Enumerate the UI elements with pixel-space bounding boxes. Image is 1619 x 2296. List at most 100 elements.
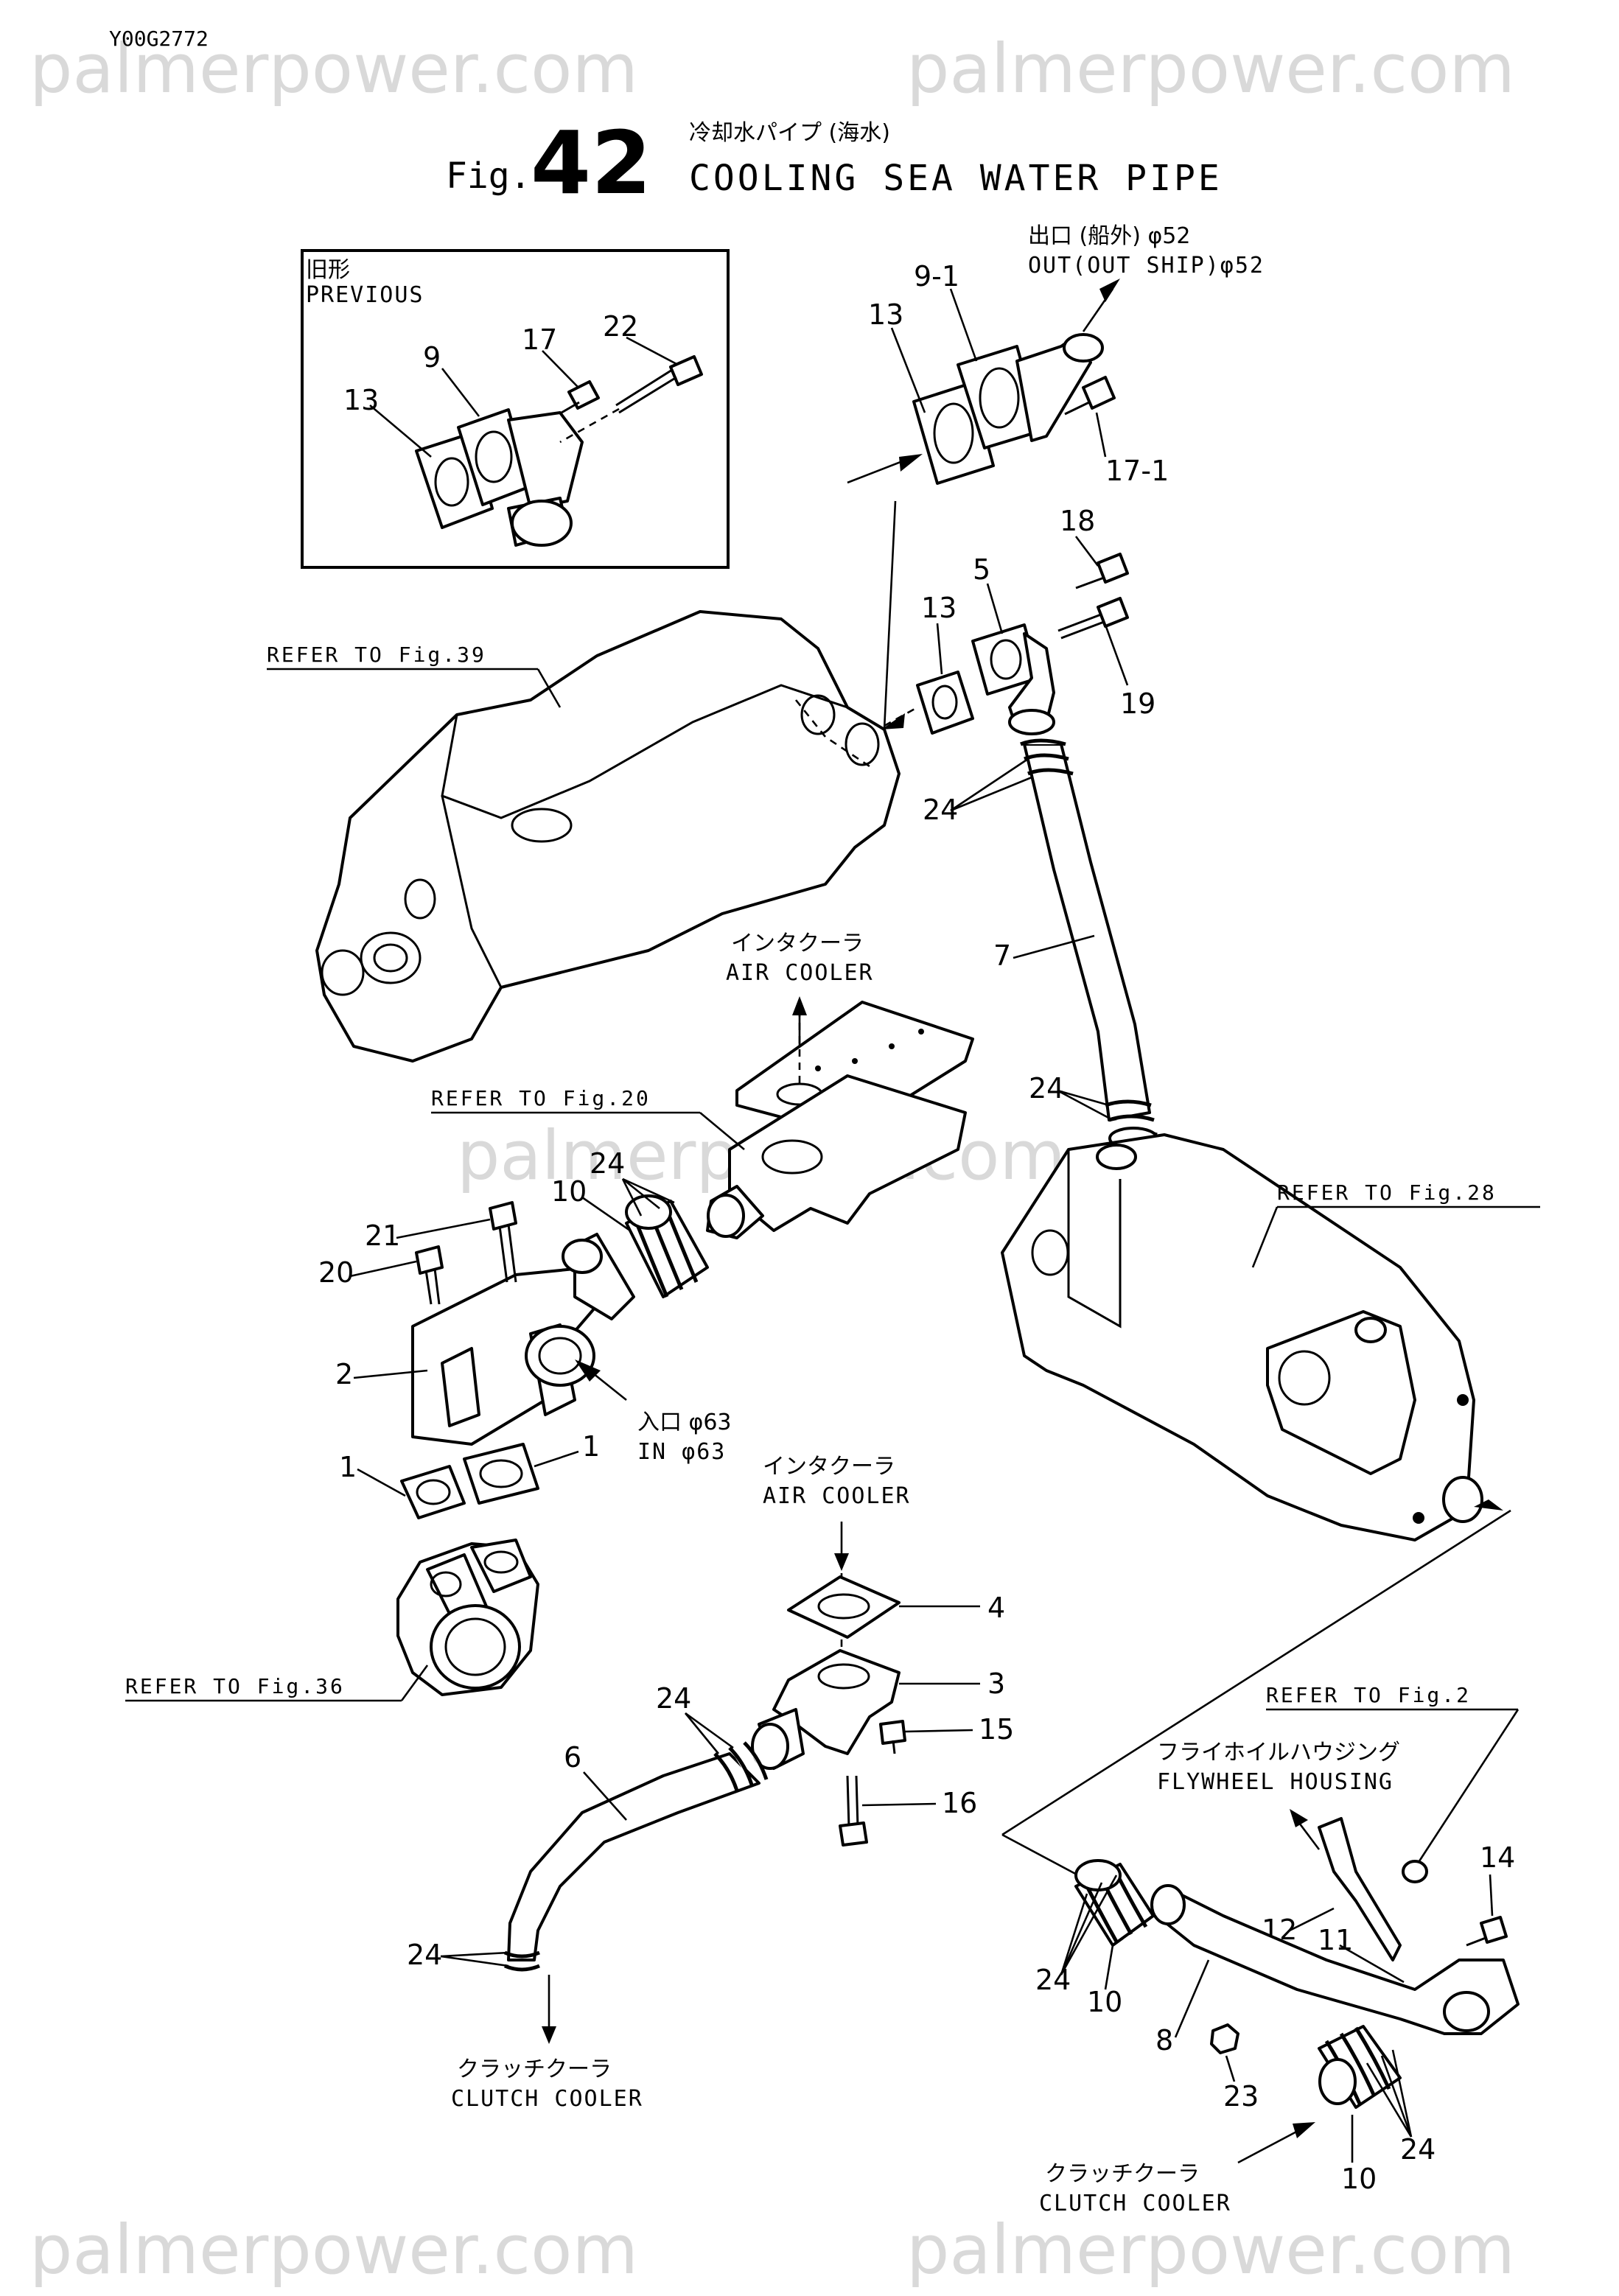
- doc-code: Y00G2772: [109, 27, 209, 51]
- gasket-1-right: [463, 1443, 539, 1505]
- clutch-cooler-right-jp: クラッチクーラ: [1045, 2161, 1200, 2187]
- heat-exchanger: [1001, 1133, 1483, 1541]
- gasket-13-mid: [916, 671, 974, 735]
- outlet-arrow-head: [1099, 279, 1120, 302]
- hose-10-lower-right: [1318, 2025, 1402, 2109]
- cylinder-head: [315, 610, 901, 1063]
- label-9-previous: 9: [423, 341, 441, 374]
- outlet-en: OUT(OUT SHIP)φ52: [1028, 253, 1265, 279]
- clutch-cooler-left-en: CLUTCH COOLER: [451, 2086, 643, 2112]
- bolt-18: [1075, 553, 1129, 589]
- flywheel-en: FLYWHEEL HOUSING: [1157, 1769, 1394, 1795]
- label-24-pipe6-bottom: 24: [407, 1939, 442, 1971]
- clutch-cooler-arrow-left: [542, 2026, 556, 2044]
- label-2: 2: [335, 1358, 353, 1390]
- outlet-jp: 出口 (船外) φ52: [1028, 223, 1190, 249]
- inlet-elbow-2: [411, 1233, 635, 1446]
- pipe-6: [504, 1741, 769, 1972]
- air-cooler-arrow-bottom: [834, 1553, 849, 1571]
- label-13-top: 13: [868, 298, 903, 331]
- elbow-9-previous: [457, 408, 584, 547]
- label-21: 21: [365, 1219, 400, 1252]
- label-19: 19: [1120, 687, 1155, 720]
- clutch-cooler-arrow-right: [1293, 2122, 1315, 2138]
- label-7: 7: [993, 939, 1011, 972]
- inlet-jp: 入口 φ63: [637, 1410, 732, 1435]
- refer-fig-2: REFER TO Fig.2: [1266, 1683, 1471, 1707]
- nut-23: [1210, 2023, 1239, 2054]
- bolt-14: [1466, 1916, 1508, 1947]
- watermark-bottom-right: palmerpower.com: [906, 2211, 1515, 2289]
- label-17-previous: 17: [522, 323, 557, 356]
- watermark-bottom-left: palmerpower.com: [29, 2211, 638, 2289]
- label-17-1: 17-1: [1105, 455, 1169, 487]
- label-1-right: 1: [582, 1430, 600, 1463]
- fig-number: 42: [531, 112, 651, 214]
- air-cooler-arrow-top: [792, 996, 807, 1015]
- title-en: COOLING SEA WATER PIPE: [689, 158, 1223, 199]
- label-18: 18: [1060, 505, 1095, 537]
- label-24-hose10-lower-right: 24: [1400, 2133, 1436, 2166]
- heat-exchanger-to-hose-line: [1001, 1509, 1511, 1836]
- pipe-8: [1150, 1884, 1520, 2035]
- label-14: 14: [1480, 1841, 1515, 1874]
- gasket-4: [787, 1575, 901, 1639]
- label-24-pipe6-top: 24: [656, 1682, 691, 1715]
- hose-10-upper: [625, 1194, 709, 1298]
- previous-inset: 旧形 PREVIOUS 13 9 17 22: [301, 249, 730, 569]
- inlet-en: IN φ63: [637, 1439, 726, 1465]
- label-8: 8: [1155, 2024, 1173, 2057]
- bracket-12: [1318, 1817, 1428, 1961]
- hose-10-lower-left: [1074, 1859, 1155, 1947]
- refer-fig-39: REFER TO Fig.39: [267, 643, 486, 667]
- label-10-lower-left: 10: [1087, 1986, 1122, 2018]
- air-cooler-lower: [706, 1074, 967, 1239]
- bolt-17-1: [1064, 376, 1116, 416]
- label-10-upper: 10: [551, 1175, 587, 1208]
- sea-water-pump: [396, 1539, 539, 1696]
- label-5: 5: [973, 553, 990, 586]
- bolt-20: [415, 1245, 444, 1305]
- outlet-connection-line: [883, 500, 897, 730]
- clutch-cooler-right-en: CLUTCH COOLER: [1039, 2191, 1231, 2216]
- refer-fig-20: REFER TO Fig.20: [431, 1086, 651, 1110]
- bolt-15: [879, 1720, 906, 1754]
- elbow-3: [751, 1649, 901, 1770]
- label-1-left: 1: [339, 1451, 357, 1483]
- label-13-previous: 13: [343, 384, 379, 416]
- watermark-top-right: palmerpower.com: [906, 29, 1515, 108]
- label-6: 6: [564, 1741, 581, 1774]
- air-cooler-bottom-jp: インタクーラ: [763, 1454, 895, 1480]
- elbow-5: [971, 623, 1055, 735]
- label-24-pipe7-bottom: 24: [1029, 1072, 1064, 1105]
- bolt-16: [839, 1775, 868, 1847]
- label-22-previous: 22: [603, 310, 638, 343]
- label-13-mid: 13: [921, 592, 957, 624]
- gasket-1-left: [400, 1465, 466, 1519]
- bolt-22-previous: [615, 355, 703, 414]
- air-cooler-top-en: AIR COOLER: [726, 960, 874, 986]
- outlet-elbow-9-1: [912, 333, 1104, 485]
- label-16: 16: [942, 1787, 977, 1819]
- label-3: 3: [987, 1667, 1005, 1700]
- inset-title-jp: 旧形: [306, 257, 350, 283]
- label-9-1: 9-1: [914, 260, 959, 293]
- label-20: 20: [318, 1256, 354, 1289]
- watermark-top-left: palmerpower.com: [29, 29, 638, 108]
- air-cooler-bottom-en: AIR COOLER: [763, 1483, 911, 1509]
- clutch-cooler-left-jp: クラッチクーラ: [457, 2057, 612, 2082]
- inset-title-en: PREVIOUS: [306, 282, 424, 308]
- flywheel-jp: フライホイルハウジング: [1157, 1740, 1400, 1765]
- refer-fig-28: REFER TO Fig.28: [1277, 1180, 1497, 1205]
- label-24-hose10-upper: 24: [590, 1147, 625, 1180]
- title-jp: 冷却水パイプ (海水): [689, 120, 890, 146]
- fig-prefix: Fig.: [446, 155, 531, 197]
- bolt-19: [1057, 597, 1129, 640]
- air-cooler-top-jp: インタクーラ: [731, 931, 864, 956]
- label-10-lower-right: 10: [1341, 2163, 1377, 2195]
- label-11: 11: [1318, 1924, 1353, 1956]
- label-4: 4: [987, 1592, 1005, 1624]
- label-23: 23: [1223, 2080, 1259, 2113]
- refer-fig-36: REFER TO Fig.36: [125, 1674, 345, 1698]
